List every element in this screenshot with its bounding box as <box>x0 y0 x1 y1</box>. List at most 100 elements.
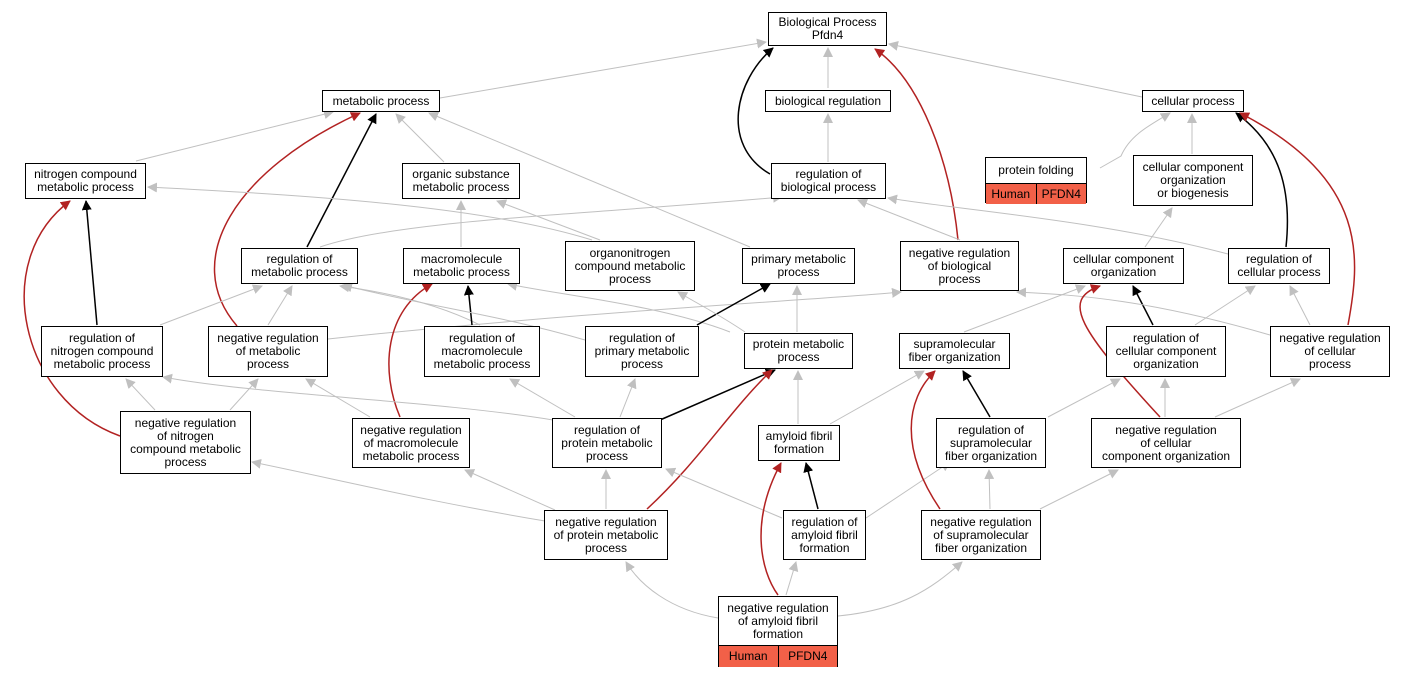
edge-arrow <box>1194 285 1256 326</box>
node-label: regulation of cellular component organiz… <box>1115 331 1217 371</box>
node-label: protein folding <box>986 158 1086 184</box>
edge-arrow <box>760 462 782 596</box>
node-regulation-of-metabolic-process[interactable]: regulation of metabolic process <box>241 248 358 284</box>
edge-arrow <box>439 38 767 99</box>
edge-arrow <box>1016 287 1271 336</box>
node-label: amyloid fibril formation <box>765 429 833 456</box>
edge-arrow <box>865 461 951 519</box>
node-negative-regulation-of-biological-process[interactable]: negative regulation of biological proces… <box>900 241 1019 291</box>
node-label: primary metabolic process <box>751 252 846 279</box>
node-label: metabolic process <box>332 93 430 108</box>
node-label: organonitrogen compound metabolic proces… <box>574 245 686 286</box>
node-amyloid-fibril-formation[interactable]: amyloid fibril formation <box>758 425 840 461</box>
edge-arrow <box>1144 207 1173 248</box>
edge-arrow <box>829 370 925 425</box>
edge-arrow <box>1132 285 1154 326</box>
node-regulation-of-amyloid-fibril-formation[interactable]: regulation of amyloid fibril formation <box>783 510 866 560</box>
edge-arrow <box>1235 112 1289 248</box>
node-negative-regulation-of-supramolecular-fiber-organization[interactable]: negative regulation of supramolecular fi… <box>921 510 1041 560</box>
node-label: regulation of metabolic process <box>251 252 348 279</box>
node-label: nitrogen compound metabolic process <box>34 167 137 194</box>
node-regulation-of-macromolecule-metabolic-process[interactable]: regulation of macromolecule metabolic pr… <box>424 326 540 377</box>
node-label: negative regulation of biological proces… <box>908 245 1011 286</box>
node-negative-regulation-of-protein-metabolic-process[interactable]: negative regulation of protein metabolic… <box>544 510 668 560</box>
edge-arrow <box>696 283 771 326</box>
node-label: regulation of cellular process <box>1237 252 1321 279</box>
edge-arrow <box>962 370 991 418</box>
edge-arrow <box>1039 469 1119 510</box>
node-primary-metabolic-process[interactable]: primary metabolic process <box>742 248 855 284</box>
edge-arrow <box>496 199 601 241</box>
edge-arrow <box>229 378 259 411</box>
edge-arrow <box>803 462 819 510</box>
node-protein-folding-annotated[interactable]: protein folding Human PFDN4 <box>985 157 1087 204</box>
edge-arrow <box>737 47 774 175</box>
species-cell: Human <box>986 184 1036 204</box>
annotation-row: Human PFDN4 <box>986 184 1086 204</box>
edge-arrow <box>619 378 637 418</box>
node-label: negative regulation of amyloid fibril fo… <box>719 597 837 646</box>
node-label: regulation of biological process <box>780 167 877 194</box>
edge-arrow <box>1099 112 1171 169</box>
node-regulation-of-nitrogen-compound-metabolic-process[interactable]: regulation of nitrogen compound metaboli… <box>41 326 163 377</box>
edge-arrow <box>857 198 961 241</box>
node-label: regulation of protein metabolic process <box>561 422 653 463</box>
node-negative-regulation-of-nitrogen-compound-metabolic-process[interactable]: negative regulation of nitrogen compound… <box>120 411 251 474</box>
edge-arrow <box>888 40 1143 98</box>
edge-arrow <box>887 194 1229 255</box>
node-biological-process-root[interactable]: Biological Process Pfdn4 <box>768 12 887 46</box>
node-negative-regulation-of-metabolic-process[interactable]: negative regulation of metabolic process <box>208 326 328 377</box>
node-cellular-process[interactable]: cellular process <box>1142 90 1244 112</box>
node-label: regulation of nitrogen compound metaboli… <box>50 331 154 371</box>
node-regulation-of-supramolecular-fiber-organization[interactable]: regulation of supramolecular fiber organ… <box>936 418 1046 468</box>
edge-arrow <box>342 282 586 341</box>
node-biological-regulation[interactable]: biological regulation <box>765 90 891 112</box>
edge-arrow <box>1079 284 1161 418</box>
edge-arrow <box>428 111 751 248</box>
node-label: macromolecule metabolic process <box>413 252 510 279</box>
edge-arrow <box>785 561 799 596</box>
node-regulation-of-primary-metabolic-process[interactable]: regulation of primary metabolic process <box>585 326 699 377</box>
edge-arrow <box>81 200 98 326</box>
node-organic-substance-metabolic-process[interactable]: organic substance metabolic process <box>402 163 520 199</box>
node-nitrogen-compound-metabolic-process[interactable]: nitrogen compound metabolic process <box>25 163 146 199</box>
node-regulation-of-biological-process[interactable]: regulation of biological process <box>771 163 886 199</box>
node-regulation-of-cellular-process[interactable]: regulation of cellular process <box>1228 248 1330 284</box>
edge-arrow <box>23 200 121 437</box>
node-label: protein metabolic process <box>752 337 845 364</box>
node-label: negative regulation of cellular process <box>1279 331 1381 371</box>
node-regulation-of-protein-metabolic-process[interactable]: regulation of protein metabolic process <box>552 418 662 468</box>
node-negative-regulation-of-amyloid-fibril-formation-annotated[interactable]: negative regulation of amyloid fibril fo… <box>718 596 838 667</box>
edge-arrow <box>305 378 371 418</box>
edge-arrow <box>1214 378 1301 418</box>
edge-arrow <box>984 469 995 510</box>
edge-arrow <box>665 467 783 519</box>
edge-arrow <box>463 285 474 326</box>
node-supramolecular-fiber-organization[interactable]: supramolecular fiber organization <box>899 333 1010 369</box>
edges-layer <box>23 38 1356 619</box>
edge-arrow <box>319 192 783 248</box>
node-label: regulation of amyloid fibril formation <box>791 514 858 555</box>
node-cellular-component-organization[interactable]: cellular component organization <box>1063 248 1184 284</box>
node-negative-regulation-of-cellular-component-organization[interactable]: negative regulation of cellular componen… <box>1091 418 1241 468</box>
node-cellular-component-organization-or-biogenesis[interactable]: cellular component organization or bioge… <box>1133 155 1253 206</box>
node-negative-regulation-of-cellular-process[interactable]: negative regulation of cellular process <box>1270 326 1390 377</box>
node-label: regulation of macromolecule metabolic pr… <box>433 331 531 371</box>
node-metabolic-process[interactable]: metabolic process <box>322 90 440 112</box>
node-protein-metabolic-process[interactable]: protein metabolic process <box>744 333 853 369</box>
edge-arrow <box>659 369 776 421</box>
edge-arrow <box>677 291 746 333</box>
node-negative-regulation-of-macromolecule-metabolic-process[interactable]: negative regulation of macromolecule met… <box>352 418 470 468</box>
node-organonitrogen-compound-metabolic-process[interactable]: organonitrogen compound metabolic proces… <box>565 241 695 291</box>
edge-arrow <box>646 369 773 510</box>
node-label: negative regulation of protein metabolic… <box>553 514 659 555</box>
node-regulation-of-cellular-component-organization[interactable]: regulation of cellular component organiz… <box>1106 326 1226 377</box>
node-label: Biological Process Pfdn4 <box>778 15 877 42</box>
gene-cell: PFDN4 <box>777 646 837 667</box>
node-macromolecule-metabolic-process[interactable]: macromolecule metabolic process <box>403 248 520 284</box>
edge-arrow <box>837 561 963 617</box>
edge-arrow <box>147 182 593 241</box>
edge-arrow <box>135 109 334 162</box>
edge-arrow <box>625 561 719 619</box>
